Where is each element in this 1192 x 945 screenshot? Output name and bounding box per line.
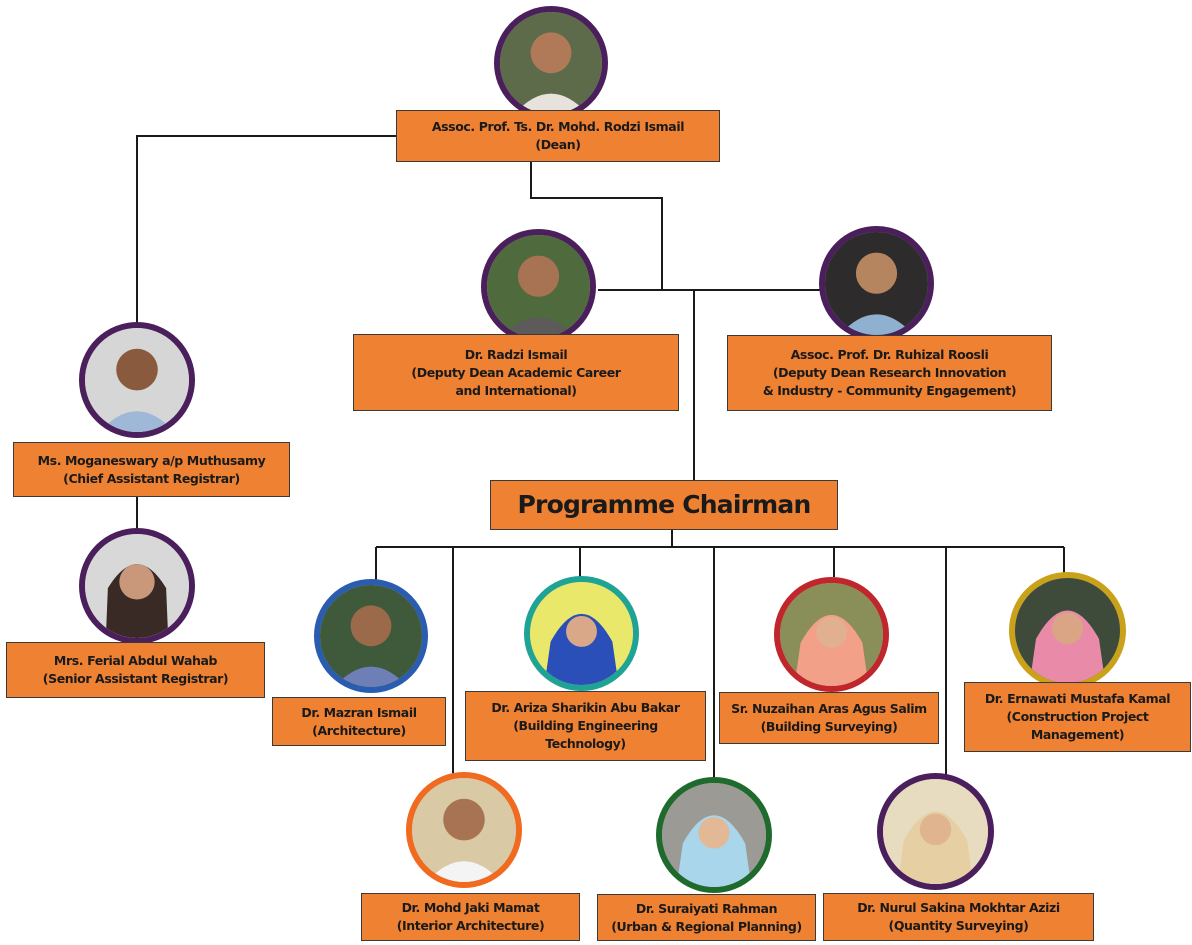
person-icon: [530, 582, 633, 685]
senior-registrar-box: Mrs. Ferial Abdul Wahab (Senior Assistan…: [6, 642, 265, 698]
chair-suraiyati-programme: (Urban & Regional Planning): [611, 918, 802, 934]
person-icon: [412, 778, 516, 882]
person-icon: [85, 534, 189, 638]
deputy-research-role-2: & Industry - Community Engagement): [762, 383, 1017, 398]
connector-dean-registrar: [136, 135, 398, 322]
dean-avatar: [494, 6, 608, 120]
senior-registrar-name: Mrs. Ferial Abdul Wahab: [53, 653, 218, 668]
chair-mazran-box: Dr. Mazran Ismail (Architecture): [272, 697, 446, 746]
chair-nuzaihan-box: Sr. Nuzaihan Aras Agus Salim (Building S…: [719, 692, 939, 744]
chair-jaki-box: Dr. Mohd Jaki Mamat (Interior Architectu…: [361, 893, 580, 941]
chair-mazran-name: Dr. Mazran Ismail: [301, 704, 417, 720]
deputy-academic-name: Dr. Radzi Ismail: [464, 346, 568, 362]
deputy-research-box: Assoc. Prof. Dr. Ruhizal Roosli (Deputy …: [727, 335, 1052, 411]
chair-suraiyati-name: Dr. Suraiyati Rahman: [635, 900, 778, 916]
chair-ariza-avatar: [524, 576, 639, 691]
chair-suraiyati-avatar: [656, 777, 772, 893]
chair-ernawati-programme-2: Management): [1030, 727, 1125, 742]
chair-ernawati-avatar: [1009, 572, 1126, 689]
person-icon: [1015, 578, 1120, 683]
person-icon: [487, 235, 590, 338]
person-icon: [662, 783, 766, 887]
chair-ernawati-name: Dr. Ernawati Mustafa Kamal: [984, 691, 1171, 706]
person-icon: [883, 779, 988, 884]
chair-ariza-programme-2: Technology): [545, 736, 626, 751]
chief-registrar-box: Ms. Moganeswary a/p Muthusamy (Chief Ass…: [13, 442, 290, 497]
deputy-academic-role-2: and International): [455, 382, 577, 398]
chair-ariza-name: Dr. Ariza Sharikin Abu Bakar: [491, 700, 680, 715]
chair-ernawati-box: Dr. Ernawati Mustafa Kamal (Construction…: [964, 682, 1191, 752]
chair-mazran-avatar: [314, 579, 428, 693]
deputy-academic-role-1: (Deputy Dean Academic Career: [411, 364, 621, 380]
senior-registrar-role: (Senior Assistant Registrar): [42, 671, 229, 686]
chair-jaki-name: Dr. Mohd Jaki Mamat: [401, 900, 540, 915]
chair-nurul-box: Dr. Nurul Sakina Mokhtar Azizi (Quantity…: [823, 893, 1094, 941]
chair-nurul-avatar: [877, 773, 994, 890]
person-icon: [85, 328, 189, 432]
senior-registrar-avatar: [79, 528, 195, 644]
chief-registrar-avatar: [79, 322, 195, 438]
deputy-research-name: Assoc. Prof. Dr. Ruhizal Roosli: [790, 347, 989, 362]
chair-jaki-avatar: [406, 772, 522, 888]
deputy-research-avatar: [819, 226, 934, 341]
chair-nurul-programme: (Quantity Surveying): [888, 918, 1029, 933]
chief-registrar-name: Ms. Moganeswary a/p Muthusamy: [37, 452, 266, 468]
chair-mazran-programme: (Architecture): [312, 722, 406, 738]
chief-registrar-role: (Chief Assistant Registrar): [63, 470, 240, 486]
chair-ariza-programme-1: (Building Engineering: [513, 718, 658, 733]
chair-ariza-box: Dr. Ariza Sharikin Abu Bakar (Building E…: [465, 691, 706, 761]
person-icon: [825, 232, 928, 335]
person-icon: [780, 583, 883, 686]
deputy-academic-box: Dr. Radzi Ismail (Deputy Dean Academic C…: [353, 334, 679, 411]
programme-chairman-label: Programme Chairman: [517, 490, 812, 519]
dean-name: Assoc. Prof. Ts. Dr. Mohd. Rodzi Ismail: [431, 119, 685, 134]
dean-role: (Dean): [535, 137, 581, 152]
chair-nuzaihan-name: Sr. Nuzaihan Aras Agus Salim: [731, 701, 927, 716]
chair-nuzaihan-avatar: [774, 577, 889, 692]
chair-nuzaihan-programme: (Building Surveying): [760, 719, 898, 734]
dean-box: Assoc. Prof. Ts. Dr. Mohd. Rodzi Ismail …: [396, 110, 720, 162]
person-icon: [320, 585, 422, 687]
person-icon: [500, 12, 602, 114]
chair-suraiyati-box: Dr. Suraiyati Rahman (Urban & Regional P…: [597, 894, 816, 941]
connector-dean-deputies: [530, 162, 663, 290]
deputy-research-role-1: (Deputy Dean Research Innovation: [772, 365, 1007, 380]
chair-ernawati-programme-1: (Construction Project: [1006, 709, 1149, 724]
chair-nurul-name: Dr. Nurul Sakina Mokhtar Azizi: [857, 900, 1060, 915]
programme-chairman-box: Programme Chairman: [490, 480, 838, 530]
deputy-academic-avatar: [481, 229, 596, 344]
chair-jaki-programme: (Interior Architecture): [396, 918, 545, 933]
